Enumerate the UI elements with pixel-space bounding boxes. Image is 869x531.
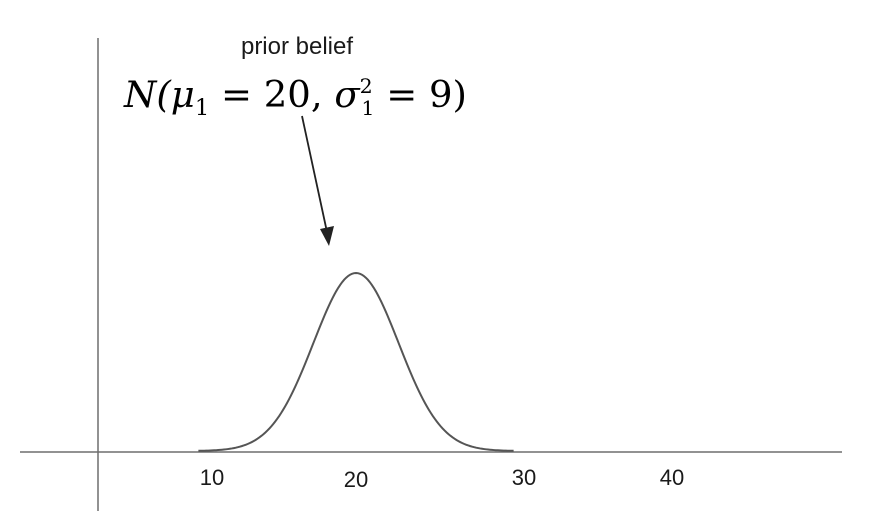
tick-label-40: 40 xyxy=(660,465,684,490)
tick-label-20: 20 xyxy=(344,467,368,492)
prior-belief-curve xyxy=(198,271,514,452)
tick-label-30: 30 xyxy=(512,465,536,490)
tick-label-10: 10 xyxy=(200,465,224,490)
svg-text:N(μ1 = 20, σ21 = 9): N(μ1 = 20, σ21 = 9) xyxy=(123,74,467,121)
annotation-arrow-line xyxy=(301,115,328,233)
annotation-arrowhead xyxy=(320,226,334,246)
prior-belief-label: prior belief xyxy=(241,33,353,60)
